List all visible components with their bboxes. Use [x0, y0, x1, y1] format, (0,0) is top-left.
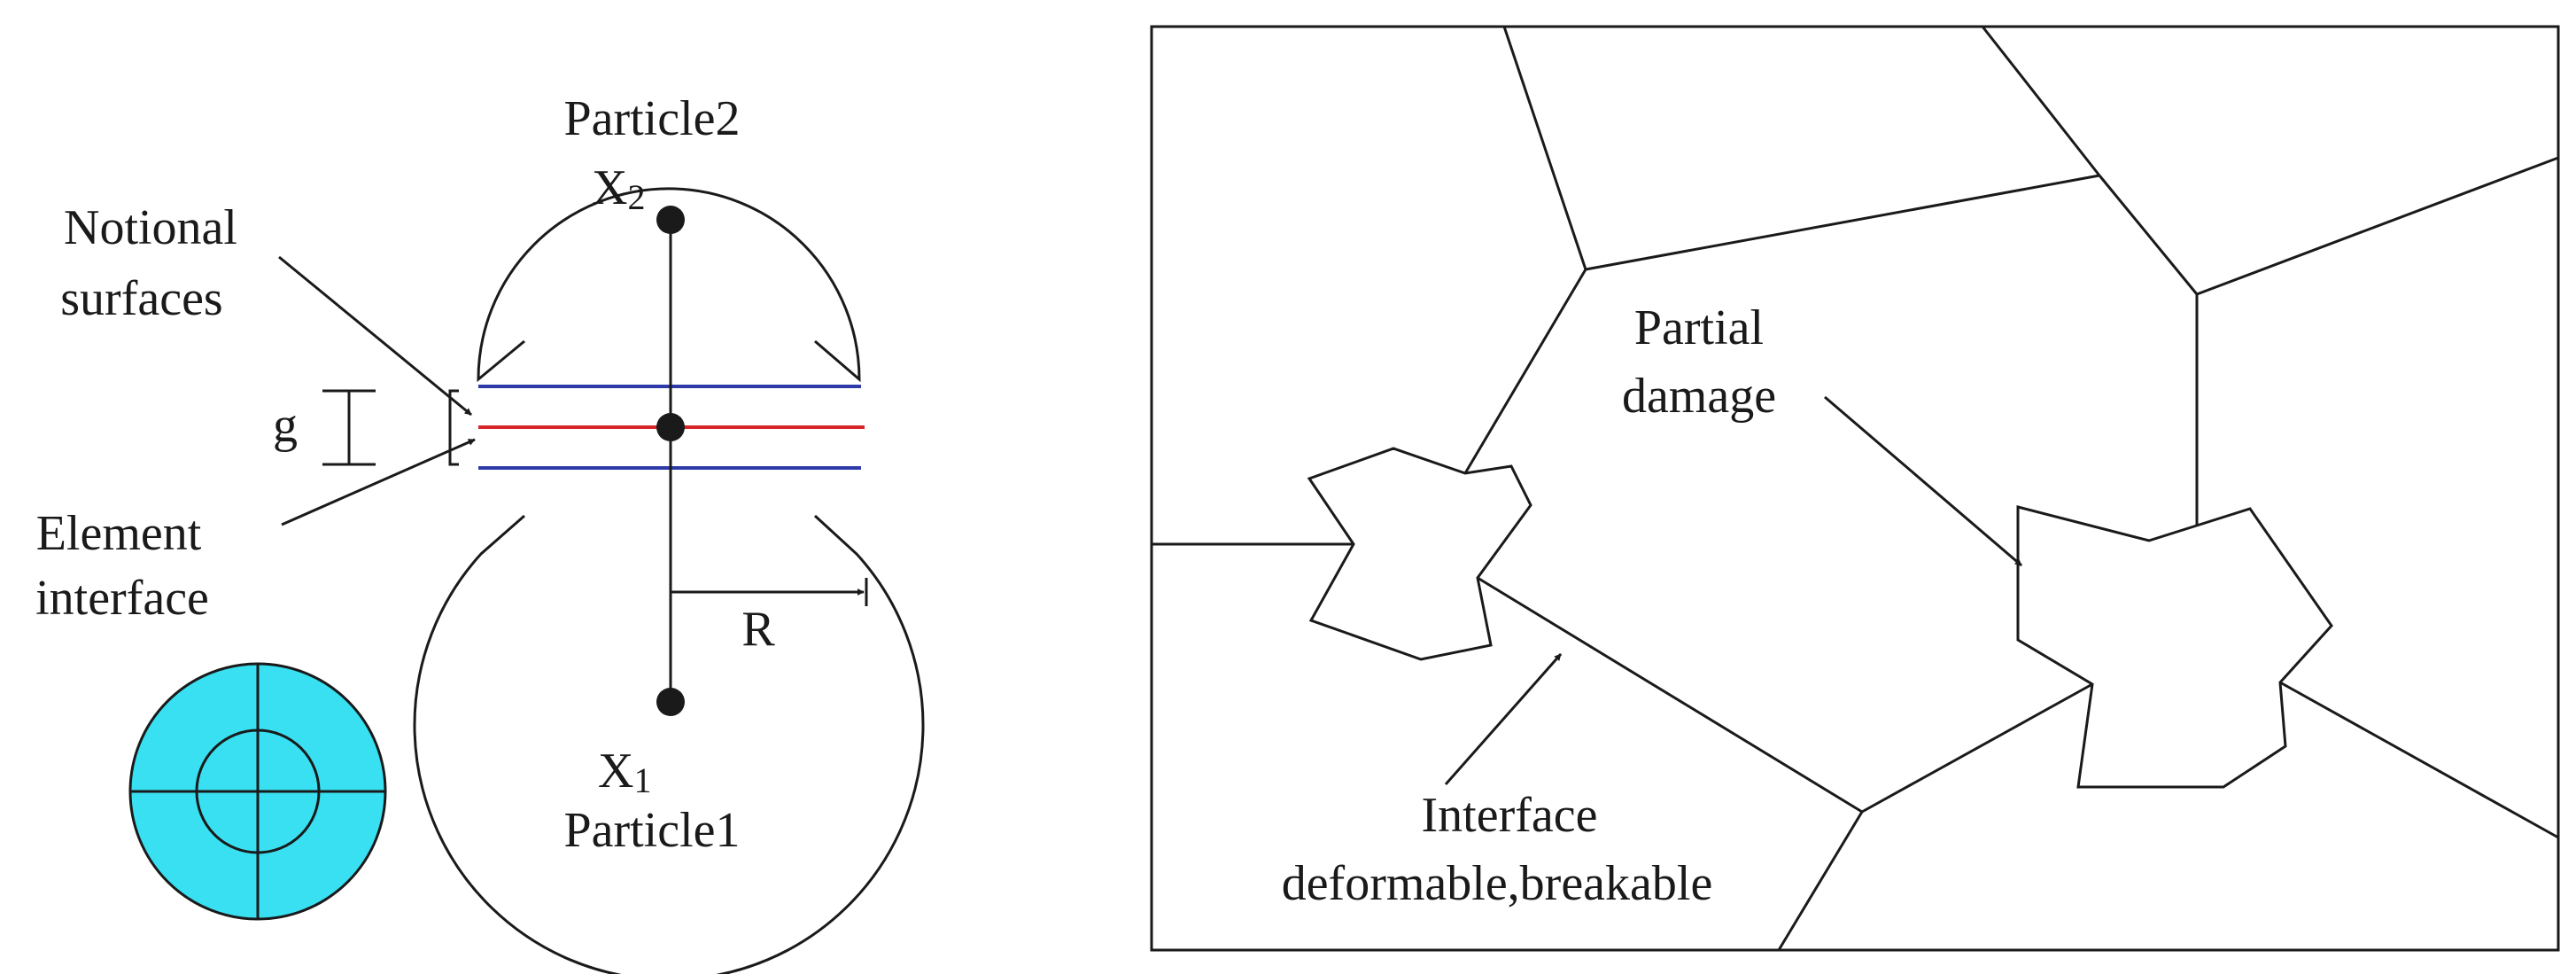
- grain-boundaries: [1152, 26, 2559, 951]
- particle1-outline: [413, 514, 925, 974]
- element-interface-label-line1: Element: [36, 506, 202, 561]
- interface-label-line1: Interface: [1422, 788, 1598, 843]
- mesh-frame: [1150, 25, 2560, 952]
- particle2-label: Particle2: [563, 91, 740, 146]
- radius-label: R: [741, 602, 775, 657]
- partial-damage-grain-right: [2016, 505, 2333, 789]
- partial-damage-arrow: [1824, 395, 2022, 567]
- gap-label: g: [273, 398, 298, 453]
- x1-label: X1: [598, 744, 651, 800]
- particle2-outline: [477, 187, 861, 383]
- notional-surfaces-label-line1: Notional: [64, 200, 237, 255]
- partial-damage-label-line1: Partial: [1634, 300, 1764, 355]
- particle1-label: Particle1: [563, 803, 740, 858]
- notional-surfaces-arrow: [278, 255, 472, 417]
- partial-damage-grain-left: [1307, 447, 1532, 661]
- cyan-target-icon: [128, 662, 387, 921]
- damage-mesh-panel: Partial damage Interface deformable,brea…: [1150, 25, 2560, 952]
- node-x2: [656, 206, 685, 234]
- interface-label-line2: deformable,breakable: [1282, 856, 1713, 911]
- particle-model-panel: Particle2 X2 X1 Particle1 Notional surfa…: [35, 91, 925, 974]
- partial-damage-label-line2: damage: [1622, 369, 1776, 424]
- gap-bracket: [448, 389, 459, 466]
- gap-dimension: [322, 389, 376, 466]
- element-interface-label-line2: interface: [35, 571, 209, 626]
- node-center: [656, 413, 685, 441]
- notional-surfaces-label-line2: surfaces: [60, 271, 222, 326]
- element-interface-arrow: [281, 438, 476, 526]
- interface-arrow: [1444, 653, 1563, 785]
- x2-label: X2: [592, 160, 645, 217]
- node-x1: [656, 688, 685, 716]
